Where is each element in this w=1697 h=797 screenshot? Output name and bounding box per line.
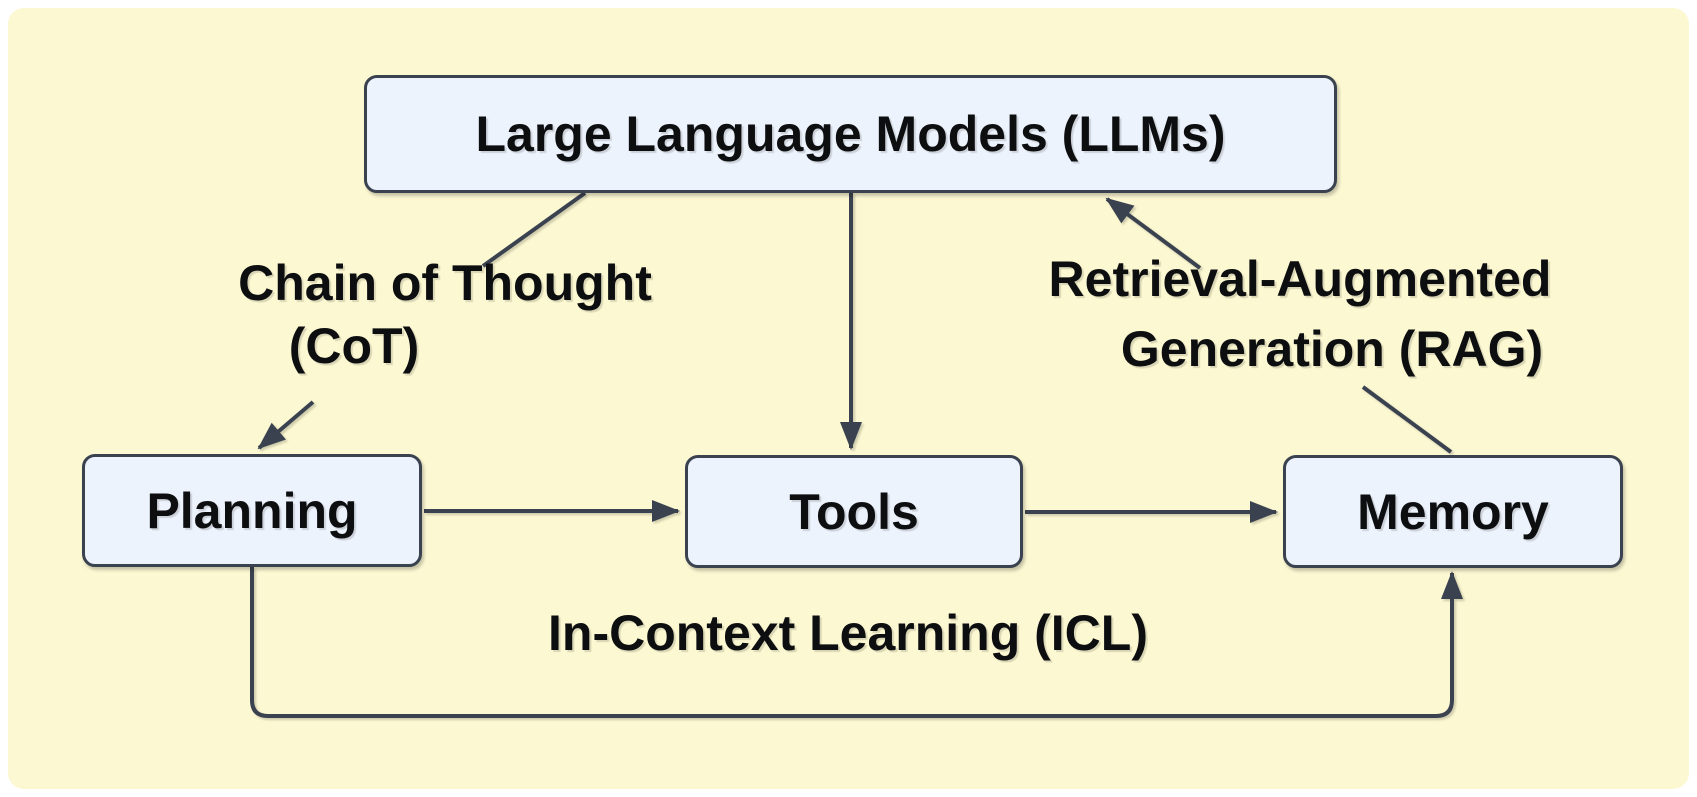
node-tools: Tools xyxy=(685,455,1023,568)
edge-cot-label-to-planning xyxy=(257,400,315,450)
label-chain-of-thought-line2: (CoT) xyxy=(288,318,420,374)
label-retrieval-augmented-generation-line2: Generation (RAG) xyxy=(1120,321,1544,377)
edge-rag-label-to-llms xyxy=(1105,197,1202,270)
edge-llms-to-cot-label xyxy=(481,191,587,268)
label-chain-of-thought-line1: Chain of Thought xyxy=(238,255,652,311)
label-in-context-learning: In-Context Learning (ICL) xyxy=(548,605,1148,661)
label-retrieval-augmented-generation-line1: Retrieval-Augmented xyxy=(1048,251,1552,307)
node-memory: Memory xyxy=(1283,455,1623,568)
node-large-language-models: Large Language Models (LLMs) xyxy=(364,75,1337,193)
edge-planning-to-memory-loop xyxy=(250,567,1463,718)
edge-rag-label-to-memory xyxy=(1361,385,1453,454)
node-planning: Planning xyxy=(82,454,422,567)
